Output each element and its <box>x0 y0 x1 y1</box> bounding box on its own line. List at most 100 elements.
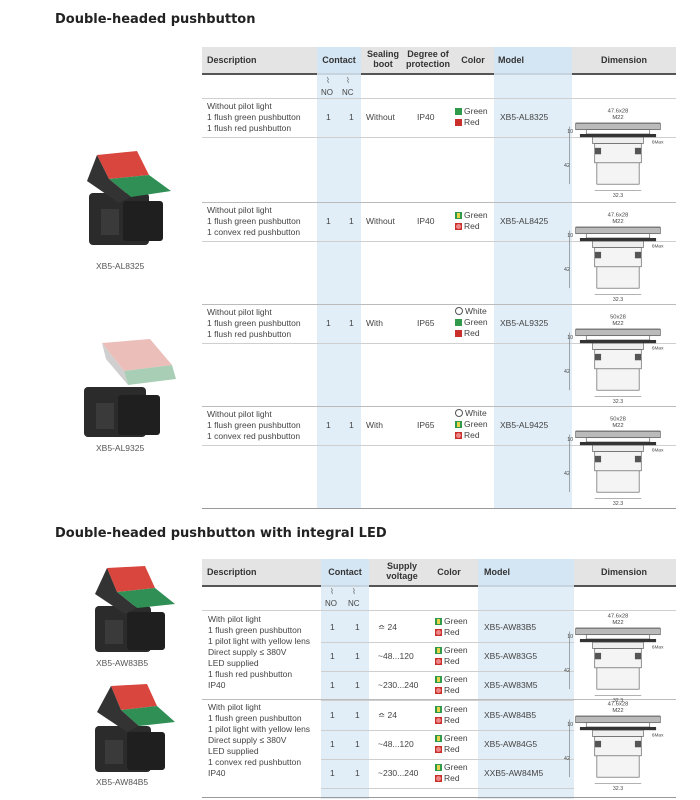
color-item: Green <box>455 210 488 221</box>
color-item: Red <box>455 221 488 232</box>
description-line: Without pilot light <box>207 205 272 215</box>
color-item: Red <box>455 328 488 339</box>
no-symbol-icon: ⌇ <box>326 76 330 85</box>
supply-voltage: ~230...240 <box>378 680 419 690</box>
header2-supply-l1: Supply <box>386 561 417 571</box>
svg-text:10: 10 <box>567 129 573 135</box>
header2-contact-overlay: Contact <box>328 567 362 577</box>
contact-nc: 1 <box>349 216 354 226</box>
svg-text:M22: M22 <box>612 219 623 225</box>
color-swatch-icon <box>455 432 462 439</box>
header-contact-overlay: Contact <box>322 55 356 65</box>
svg-text:50x28: 50x28 <box>610 315 626 321</box>
color-item: Green <box>435 733 468 744</box>
header2-color: Color <box>437 567 461 577</box>
svg-text:32.3: 32.3 <box>613 399 623 403</box>
svg-text:M22: M22 <box>612 620 623 626</box>
nc-label: NC <box>342 88 354 97</box>
header-protection: Degree of protection <box>404 49 452 69</box>
table1-bottom-rule <box>202 508 676 509</box>
contact-no: 1 <box>326 420 331 430</box>
description-line: 1 pilot light with yellow lens <box>208 724 311 734</box>
svg-text:6Max: 6Max <box>652 244 664 250</box>
description-line: Without pilot light <box>207 409 272 419</box>
contact-nc: 1 <box>349 318 354 328</box>
color-label: Green <box>444 674 468 684</box>
header-sealing-l2: boot <box>373 59 393 69</box>
header2-model-overlay: Model <box>484 567 510 577</box>
description-line: 1 convex red pushbutton <box>207 431 301 441</box>
svg-text:6Max: 6Max <box>652 645 664 651</box>
color-swatch-icon <box>455 108 462 115</box>
model-code: XB5-AL8425 <box>500 216 549 226</box>
color-label: Red <box>464 117 480 127</box>
header-dimension: Dimension <box>600 55 647 65</box>
color-swatch-icon <box>435 658 442 665</box>
contact-no: 1 <box>326 216 331 226</box>
color-swatch-icon <box>435 687 442 694</box>
contact2-header-tint: Contact <box>321 559 369 585</box>
contact-nc: 1 <box>355 680 360 690</box>
header-description: Description <box>207 55 257 65</box>
svg-text:6Max: 6Max <box>652 448 664 454</box>
svg-text:10: 10 <box>567 437 573 443</box>
nc2-symbol-icon: ⌇ <box>352 587 356 596</box>
description-line: 1 flush green pushbutton <box>208 713 302 723</box>
description-line: IP40 <box>208 680 226 690</box>
row-rule <box>321 759 574 760</box>
color-item: Red <box>435 685 468 696</box>
color-swatch-icon <box>455 223 462 230</box>
color-item: Green <box>435 616 468 627</box>
color-item: Red <box>455 430 488 441</box>
contact2-band <box>321 559 369 799</box>
protection: IP40 <box>417 216 435 226</box>
supply-voltage: ~48...120 <box>378 739 414 749</box>
svg-text:10: 10 <box>567 722 573 728</box>
model-code: XB5-AW84B5 <box>484 710 537 720</box>
description-line: 1 flush red pushbutton <box>208 669 293 679</box>
description-line: 1 pilot light with yellow lens <box>208 636 311 646</box>
description-line: 1 flush green pushbutton <box>207 420 301 430</box>
contact-no: 1 <box>330 651 335 661</box>
protection: IP40 <box>417 112 435 122</box>
contact-header-tint: Contact <box>317 47 361 73</box>
nc2-label: NC <box>348 599 360 608</box>
svg-text:47.6x28: 47.6x28 <box>608 213 629 219</box>
color-label: Red <box>444 773 460 783</box>
product-image-xb5-aw84b5 <box>95 684 175 772</box>
description-line: LED supplied <box>208 658 259 668</box>
model-code: XB5-AW83B5 <box>484 622 537 632</box>
color-swatch-icon <box>455 409 463 417</box>
supply-voltage: ~48...120 <box>378 651 414 661</box>
contact-no: 1 <box>330 710 335 720</box>
color-label: Green <box>444 645 468 655</box>
svg-text:42: 42 <box>564 756 570 762</box>
model-code: XB5-AL8325 <box>500 112 549 122</box>
row2-rule <box>202 610 676 611</box>
product-image-xb5-al8325 <box>87 151 171 245</box>
svg-text:6Max: 6Max <box>652 140 664 146</box>
description-line: 1 flush green pushbutton <box>208 625 302 635</box>
color-label: Red <box>464 430 480 440</box>
row-group-rule <box>202 202 676 203</box>
section1-title: Double-headed pushbutton <box>55 12 256 27</box>
color-label: Green <box>444 733 468 743</box>
svg-text:42: 42 <box>564 668 570 674</box>
description-line: Without pilot light <box>207 101 272 111</box>
svg-text:10: 10 <box>567 233 573 239</box>
row-group-rule <box>202 304 676 305</box>
